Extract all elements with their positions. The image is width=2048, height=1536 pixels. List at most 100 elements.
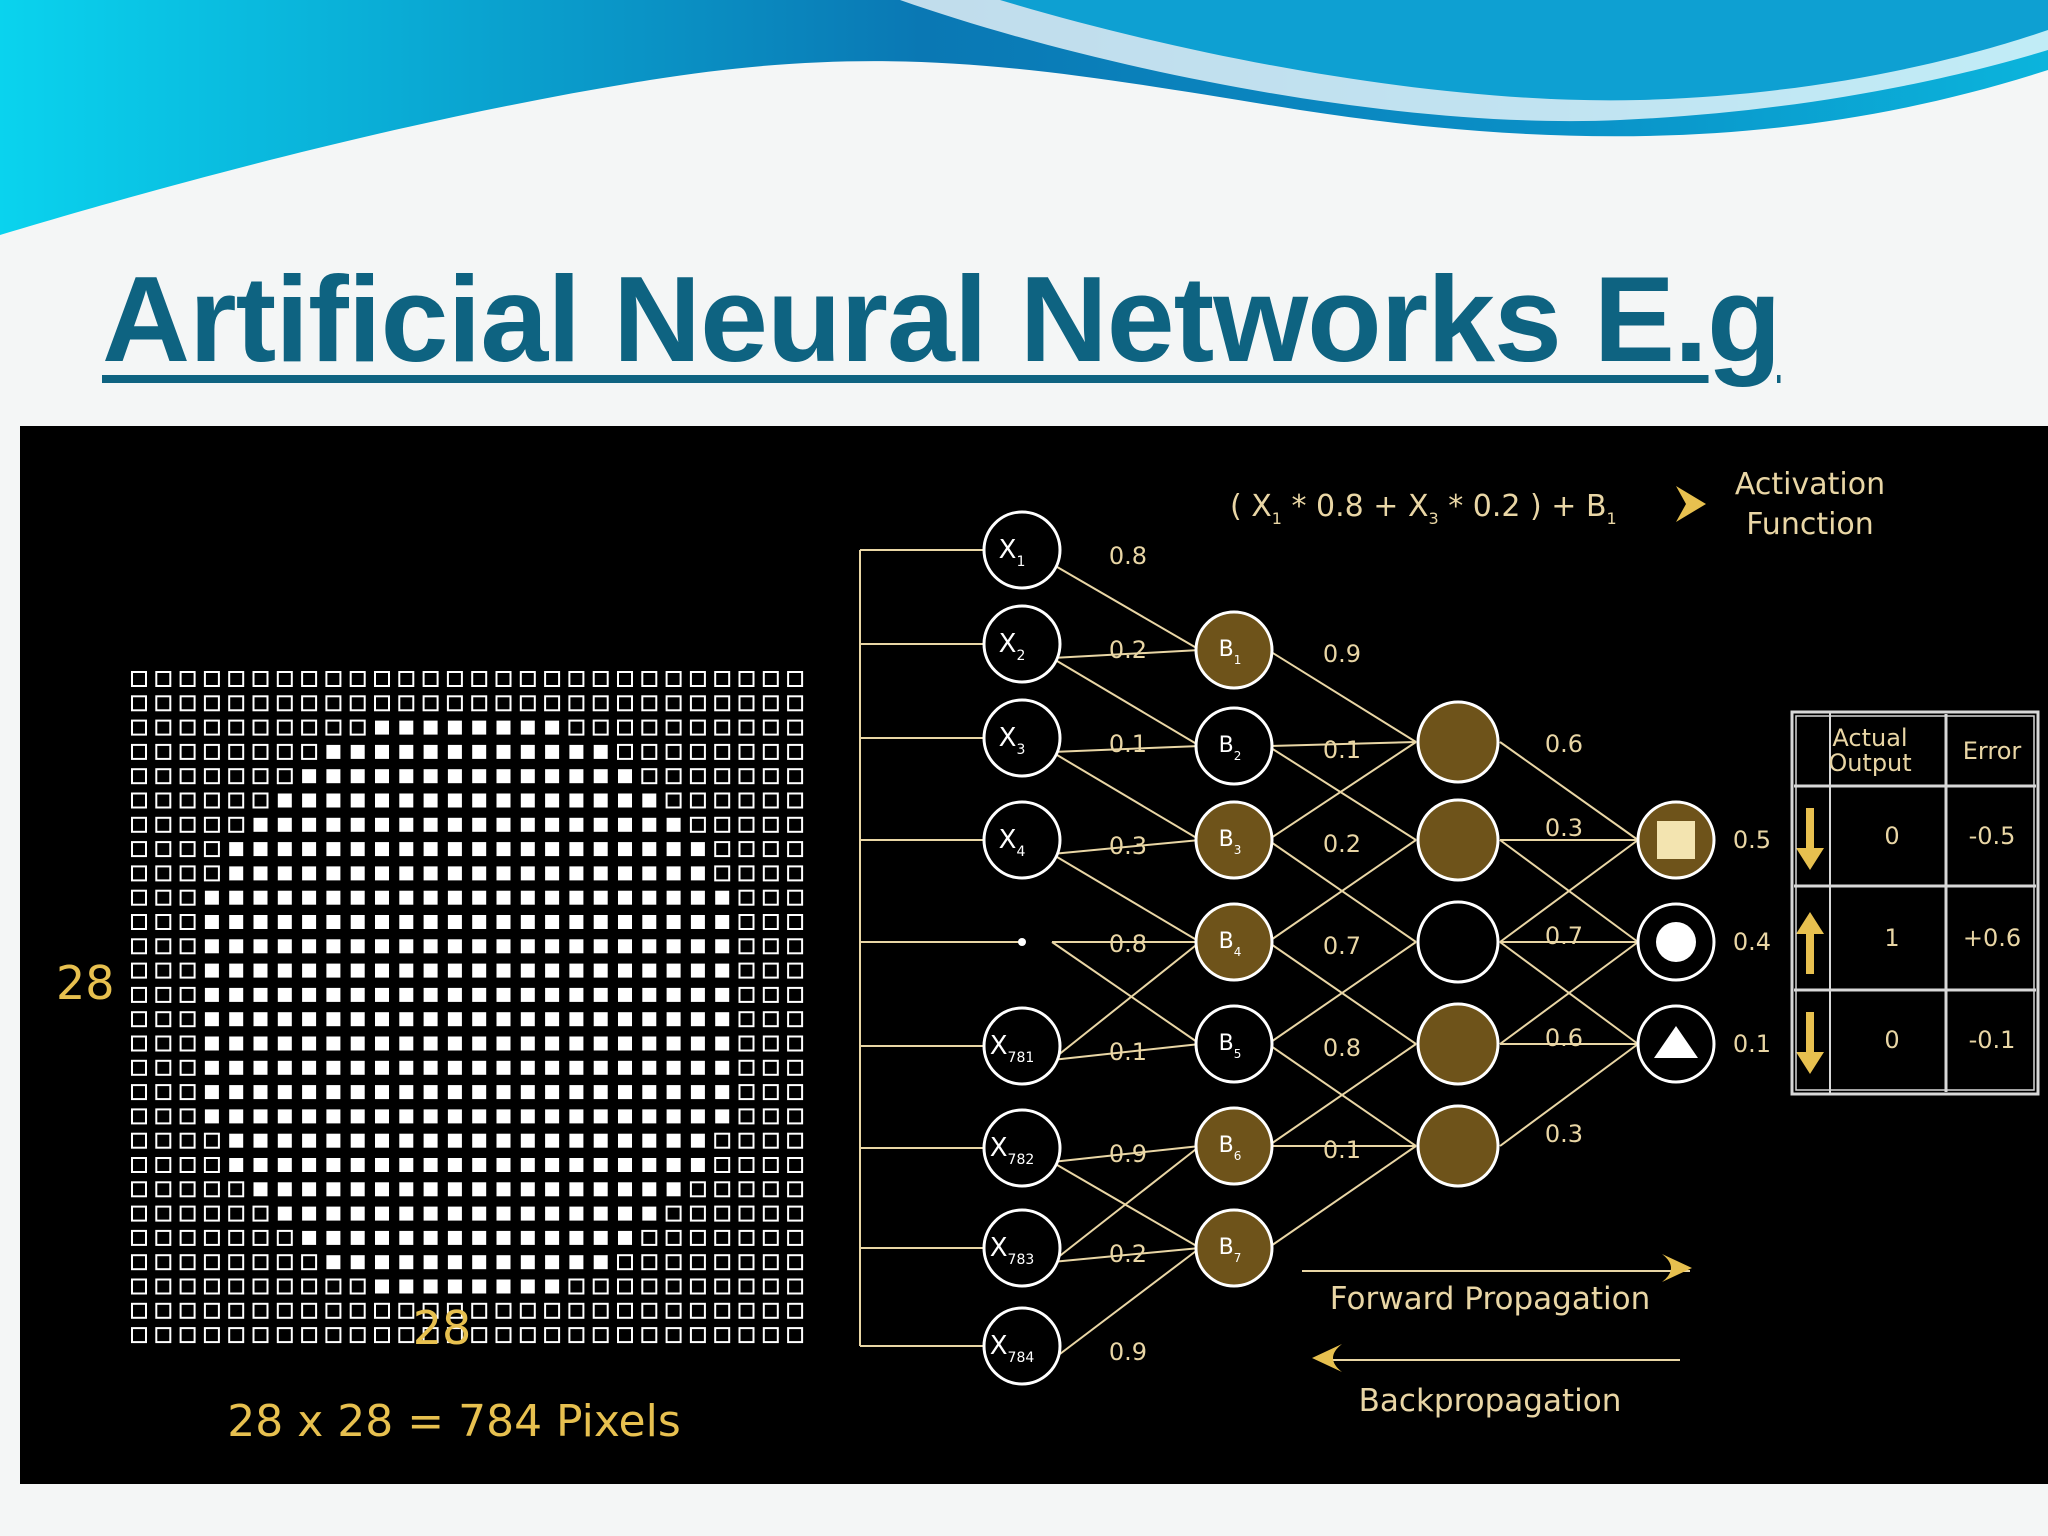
pixel-cell bbox=[131, 1035, 147, 1052]
pixel-cell bbox=[787, 816, 804, 833]
pixel-cell bbox=[520, 963, 535, 978]
pixel-cell bbox=[349, 1302, 366, 1319]
bias-hidden-edge bbox=[1267, 649, 1417, 743]
pixel-cell bbox=[593, 817, 608, 832]
pixel-cell bbox=[545, 939, 560, 954]
pixel-cell bbox=[714, 865, 731, 882]
pixel-cell bbox=[423, 1255, 438, 1270]
pixel-cell bbox=[375, 987, 389, 1002]
pixel-cell bbox=[519, 695, 536, 712]
pixel-cell bbox=[179, 768, 196, 785]
pixel-cell bbox=[714, 1132, 731, 1149]
pixel-cell bbox=[545, 1158, 560, 1172]
pixel-cell bbox=[423, 744, 438, 759]
pixel-cell bbox=[375, 1060, 389, 1075]
pixel-cell bbox=[276, 1254, 293, 1271]
pixel-cell bbox=[715, 890, 730, 905]
pixel-cell bbox=[131, 1132, 147, 1149]
pixel-cell bbox=[690, 1036, 705, 1051]
pixel-cell bbox=[641, 671, 658, 687]
bias-weight-label: 0.7 bbox=[1323, 932, 1361, 960]
pixel-cell bbox=[641, 768, 658, 785]
pixel-cell bbox=[253, 1182, 268, 1197]
pixel-cell bbox=[326, 1060, 341, 1075]
pixel-cell bbox=[642, 915, 657, 929]
pixel-cell bbox=[399, 987, 414, 1002]
pixel-cell bbox=[398, 1302, 415, 1319]
pixel-cell bbox=[375, 890, 389, 905]
pixel-cell bbox=[423, 817, 438, 832]
bias-node bbox=[1194, 1208, 1274, 1288]
pixel-cell bbox=[690, 1060, 705, 1075]
input-node-label: X1 bbox=[999, 535, 1026, 570]
pixel-cell bbox=[762, 1035, 779, 1052]
input-bias-edge bbox=[1051, 1247, 1201, 1361]
pixel-cell bbox=[155, 1229, 172, 1246]
pixel-cell bbox=[472, 1206, 487, 1221]
pixel-cell bbox=[738, 671, 755, 687]
pixel-cell bbox=[593, 1109, 608, 1124]
pixel-cell bbox=[302, 866, 317, 881]
pixel-cell bbox=[545, 842, 560, 857]
pixel-cell bbox=[155, 962, 172, 979]
pixel-cell bbox=[496, 963, 511, 978]
pixel-cell bbox=[350, 1109, 365, 1124]
pixel-cell bbox=[131, 1011, 147, 1028]
input-weight-label: 0.8 bbox=[1109, 542, 1147, 570]
pixel-cell bbox=[714, 1302, 731, 1319]
pixel-cell bbox=[423, 987, 438, 1002]
pixel-cell bbox=[520, 720, 535, 735]
pixel-cell bbox=[302, 1036, 317, 1051]
pixel-cell bbox=[545, 1036, 560, 1051]
pixel-cell bbox=[203, 768, 220, 785]
pixel-cell bbox=[787, 1229, 804, 1246]
pixel-cell bbox=[179, 914, 196, 930]
pixel-cell bbox=[569, 915, 584, 929]
pixel-cell bbox=[446, 1302, 463, 1319]
pixel-cell bbox=[325, 1327, 342, 1344]
pixel-cell bbox=[787, 1035, 804, 1052]
pixel-cell bbox=[399, 1036, 414, 1051]
table-row1-actual: 0 bbox=[1884, 822, 1899, 850]
pixel-cell bbox=[447, 1109, 462, 1124]
pixel-cell bbox=[495, 1302, 512, 1319]
pixel-cell bbox=[277, 1133, 292, 1148]
pixel-cell bbox=[252, 1205, 269, 1222]
pixel-cell bbox=[302, 963, 317, 978]
pixel-cell bbox=[301, 1327, 318, 1344]
pixel-cell bbox=[618, 1182, 632, 1197]
pixel-cell bbox=[665, 1302, 682, 1319]
pixel-cell bbox=[520, 1206, 535, 1221]
pixel-cell bbox=[398, 1327, 415, 1344]
pixel-cell bbox=[301, 1302, 318, 1319]
pixel-cell bbox=[496, 1158, 511, 1172]
pixel-cell bbox=[519, 671, 536, 687]
pixel-cell bbox=[545, 987, 560, 1002]
pixel-cell bbox=[545, 1085, 560, 1100]
pixel-cell bbox=[593, 769, 608, 784]
pixel-cell bbox=[569, 842, 584, 857]
pixel-cell bbox=[277, 866, 292, 881]
pixel-cell bbox=[204, 939, 219, 954]
hidden-weight-label: 0.7 bbox=[1545, 922, 1583, 950]
pixel-cell bbox=[252, 1327, 269, 1344]
pixel-cell bbox=[423, 915, 438, 929]
pixel-cell bbox=[618, 842, 632, 857]
pixel-cell bbox=[787, 1205, 804, 1222]
pixel-cell bbox=[155, 695, 172, 712]
pixel-cell bbox=[131, 743, 147, 760]
pixel-cell bbox=[253, 1012, 268, 1027]
pixel-cell bbox=[471, 1327, 488, 1344]
pixel-cell bbox=[447, 793, 462, 808]
input-node bbox=[982, 510, 1062, 590]
pixel-cell bbox=[762, 841, 779, 858]
pixel-cell bbox=[131, 938, 147, 955]
pixel-cell bbox=[496, 939, 511, 954]
pixel-cell bbox=[155, 914, 172, 930]
pixel-cell bbox=[690, 890, 705, 905]
pixel-cell bbox=[276, 1327, 293, 1344]
hidden-output-edge bbox=[1499, 1043, 1639, 1147]
pixel-cell bbox=[714, 792, 731, 809]
pixel-cell bbox=[593, 1158, 608, 1172]
pixel-cell bbox=[738, 695, 755, 712]
